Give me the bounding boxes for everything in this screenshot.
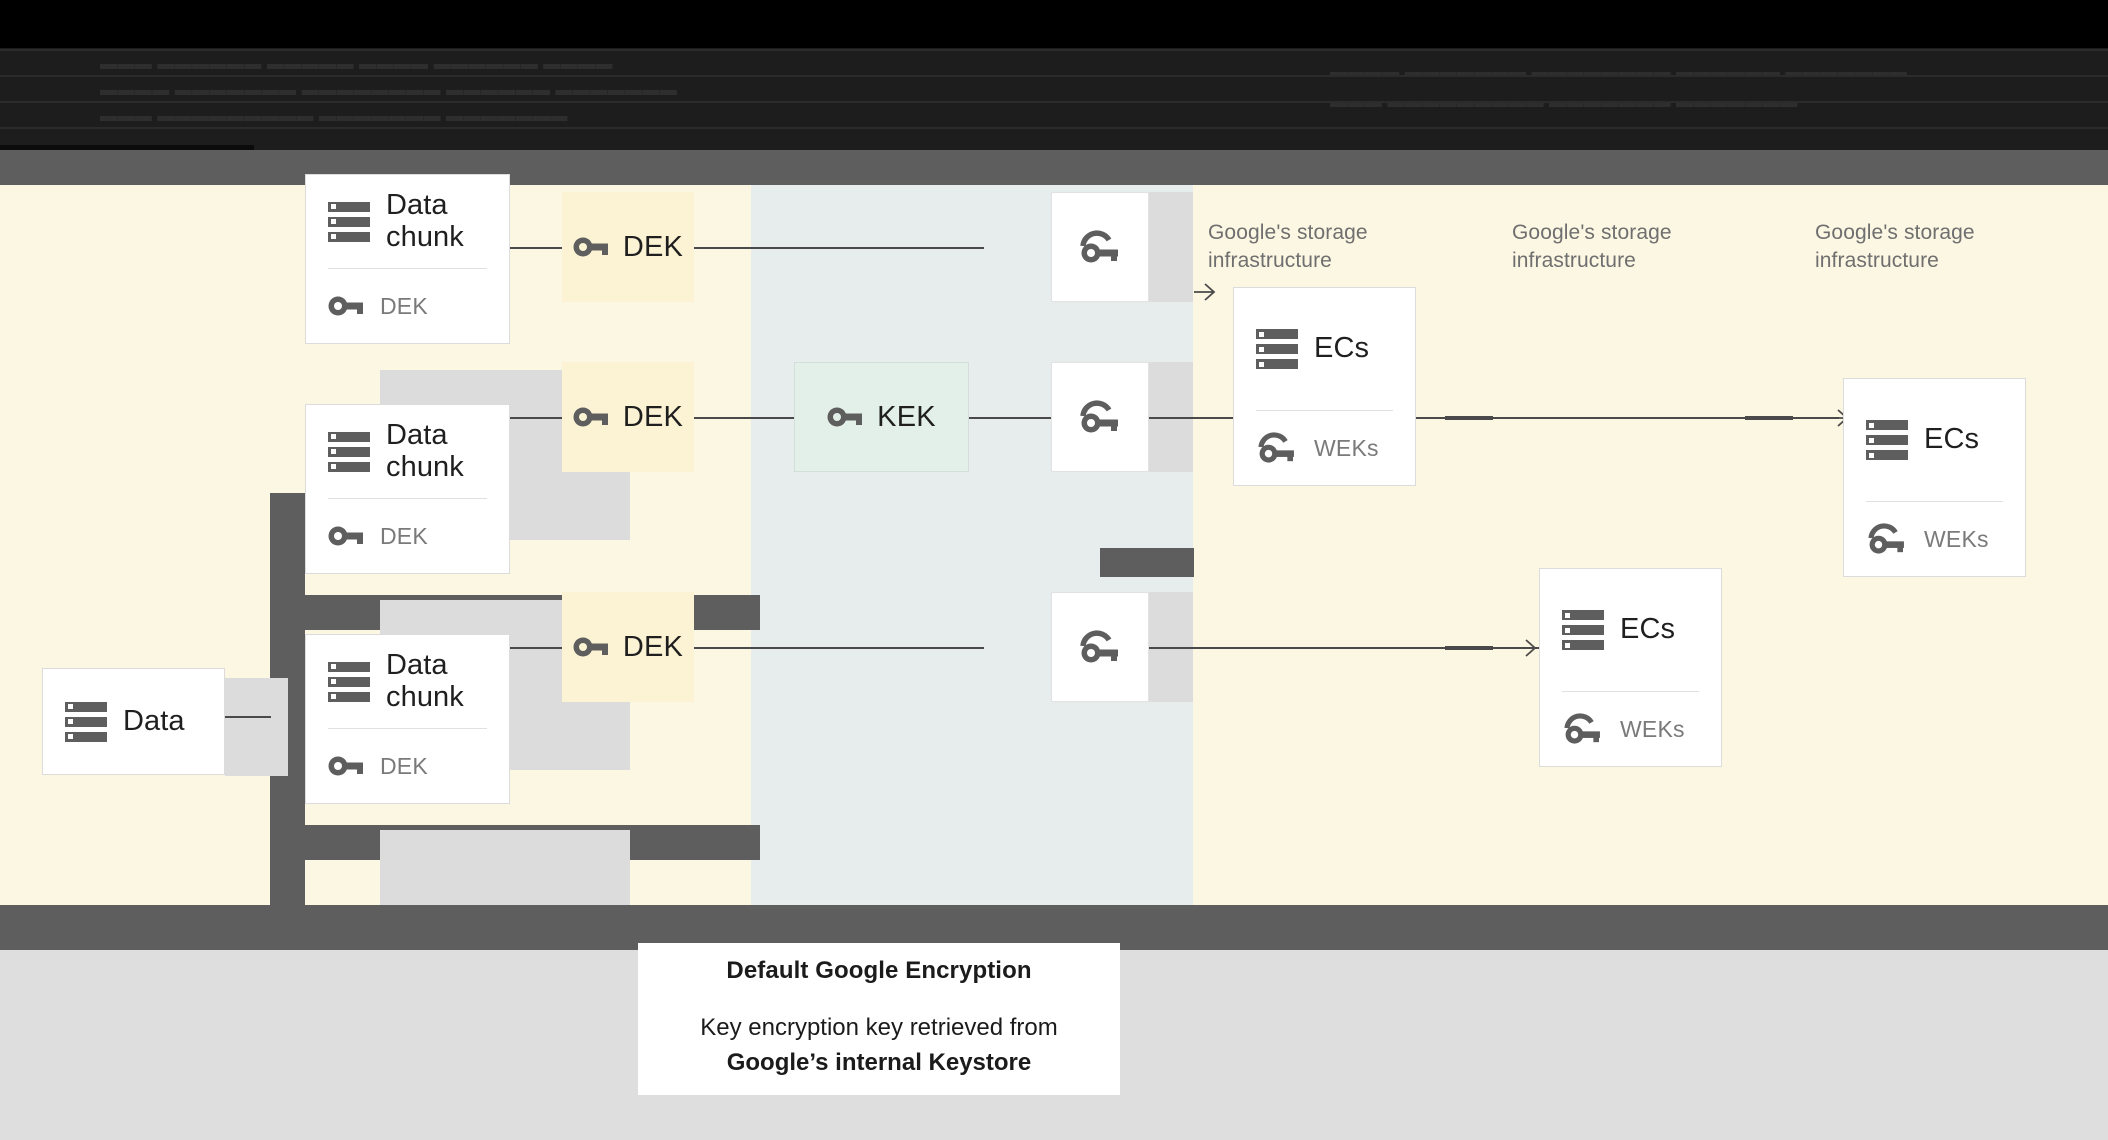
key-icon (827, 407, 863, 427)
server-icon (328, 661, 370, 703)
wrapped-key-icon (1080, 400, 1118, 433)
connector-data-to-bracket (225, 716, 271, 718)
ecs-key-label-3: WEKs (1924, 525, 1989, 552)
ecs-card-3[interactable]: ECs WEKs (1843, 378, 2026, 577)
kek-tile-label: KEK (877, 400, 936, 433)
connector-thick-stub-row1 (1100, 548, 1194, 577)
connector-dek1-to-wrapkey1 (694, 247, 984, 249)
server-icon (1562, 609, 1604, 651)
chunk-card-1[interactable]: Data chunk DEK (305, 174, 510, 344)
infra-label-1: Google's storage infrastructure (1208, 221, 1368, 272)
key-icon (328, 296, 363, 316)
wrapped-key-shadow-1 (1144, 192, 1193, 302)
card-divider (1866, 501, 2003, 502)
wrapped-key-icon (1258, 432, 1294, 463)
ecs-card-2[interactable]: ECs WEKs (1539, 568, 1722, 767)
infra-label-3: Google's storage infrastructure (1815, 221, 1975, 272)
diagram-canvas: Data Data chunk DEK (0, 174, 2108, 1000)
header-obscured-text-row-2: ▬▬▬▬ ▬▬▬▬▬▬▬ ▬▬▬▬▬▬▬▬ ▬▬▬▬▬▬ ▬▬▬▬▬▬▬ (100, 80, 678, 99)
header-rule (0, 101, 2108, 103)
wrapped-key-icon (1868, 523, 1904, 554)
chunk-key-label-1: DEK (380, 292, 428, 319)
header-obscured-text-row-4: ▬▬▬▬ ▬▬▬▬▬▬▬ ▬▬▬▬▬▬▬▬ ▬▬▬▬▬▬ ▬▬▬▬▬▬▬ (1330, 62, 1908, 81)
caption-body: Key encryption key retrieved from Google… (700, 1011, 1057, 1081)
connector-chunk1-to-dek1 (510, 247, 562, 249)
key-icon (573, 407, 608, 427)
caption-title: Default Google Encryption (726, 957, 1032, 985)
ecs-title-3: ECs (1924, 423, 1980, 456)
chunk-card-3[interactable]: Data chunk DEK (305, 634, 510, 804)
connector-chunk2-to-dek2 (510, 417, 562, 419)
infra-label-2: Google's storage infrastructure (1512, 221, 1672, 272)
connector-kek-to-wrapkey2 (969, 417, 1051, 419)
card-divider (1562, 691, 1699, 692)
connector-wrapkey3-to-ecs2 (1149, 647, 1539, 649)
kek-tile[interactable]: KEK (794, 362, 969, 472)
connector-thick-accent-c (1445, 646, 1493, 650)
header-black-band (0, 0, 2108, 48)
connector-wrapkey2-to-ecs3 (1149, 417, 1839, 419)
wrapped-key-icon (1080, 630, 1118, 663)
ecs-title-2: ECs (1620, 613, 1676, 646)
wrapped-key-icon (1080, 230, 1118, 263)
connector-thick-accent-b (1745, 416, 1793, 420)
key-icon (328, 526, 363, 546)
server-icon (65, 701, 107, 743)
kek-panel-background (751, 185, 1193, 905)
key-icon (573, 637, 608, 657)
wrapped-key-tile-1[interactable] (1051, 192, 1149, 302)
dek-tile-label-2: DEK (622, 400, 684, 433)
header-obscured-text-row-3: ▬▬▬ ▬▬▬▬▬▬▬▬▬ ▬▬▬▬▬▬▬ ▬▬▬▬▬▬▬ (100, 106, 568, 125)
connector-thick-accent-a (1445, 416, 1493, 420)
ecs-key-label-2: WEKs (1620, 715, 1685, 742)
card-divider (328, 498, 487, 499)
header-left-strip (0, 145, 254, 154)
caption-card: Default Google Encryption Key encryption… (638, 943, 1120, 1095)
wrapped-key-icon (1564, 713, 1600, 744)
ecs-title-1: ECs (1314, 332, 1370, 365)
connector-dek2-to-kek (694, 417, 794, 419)
header-rule (0, 127, 2108, 129)
caption-line-2: Google’s internal Keystore (726, 1049, 1032, 1076)
chunk-title-2: Data chunk (386, 419, 464, 483)
caption-line-1: Key encryption key retrieved from (700, 1014, 1058, 1042)
server-icon (1866, 419, 1908, 461)
server-icon (328, 431, 370, 473)
key-icon (328, 756, 363, 776)
dek-tile-3[interactable]: DEK (562, 592, 694, 702)
ecs-key-label-1: WEKs (1314, 434, 1379, 461)
header-dark-band: ▬▬▬ ▬▬▬▬▬▬ ▬▬▬▬▬ ▬▬▬▬ ▬▬▬▬▬▬ ▬▬▬▬ ▬▬▬▬ ▬… (0, 48, 2108, 150)
data-node-card[interactable]: Data (42, 668, 225, 775)
header-obscured-text-row-1: ▬▬▬ ▬▬▬▬▬▬ ▬▬▬▬▬ ▬▬▬▬ ▬▬▬▬▬▬ ▬▬▬▬ (100, 54, 613, 73)
chunk-title-3: Data chunk (386, 649, 464, 713)
dek-tile-label-3: DEK (622, 630, 684, 663)
dek-tile-2[interactable]: DEK (562, 362, 694, 472)
card-divider (328, 268, 487, 269)
connector-dek3-to-wrapkey3 (694, 647, 984, 649)
card-divider (328, 728, 487, 729)
data-node-label: Data (123, 704, 185, 737)
server-icon (328, 201, 370, 243)
wrapped-key-tile-2[interactable] (1051, 362, 1149, 472)
chunk-title-1: Data chunk (386, 189, 464, 253)
chunk-card-2[interactable]: Data chunk DEK (305, 404, 510, 574)
connector-chunk3-to-dek3 (510, 647, 562, 649)
dek-tile-label-1: DEK (622, 230, 684, 263)
wrapped-key-tile-3[interactable] (1051, 592, 1149, 702)
dek-tile-1[interactable]: DEK (562, 192, 694, 302)
header-rule (0, 75, 2108, 77)
header-rule (0, 49, 2108, 51)
key-icon (573, 237, 608, 257)
chunk-key-label-2: DEK (380, 522, 428, 549)
card-divider (1256, 410, 1393, 411)
data-card-shadow (225, 678, 288, 776)
footer-dark-band (0, 905, 2108, 950)
chunk-key-label-3: DEK (380, 752, 428, 779)
server-icon (1256, 328, 1298, 370)
ecs-card-1[interactable]: ECs WEKs (1233, 287, 1416, 486)
